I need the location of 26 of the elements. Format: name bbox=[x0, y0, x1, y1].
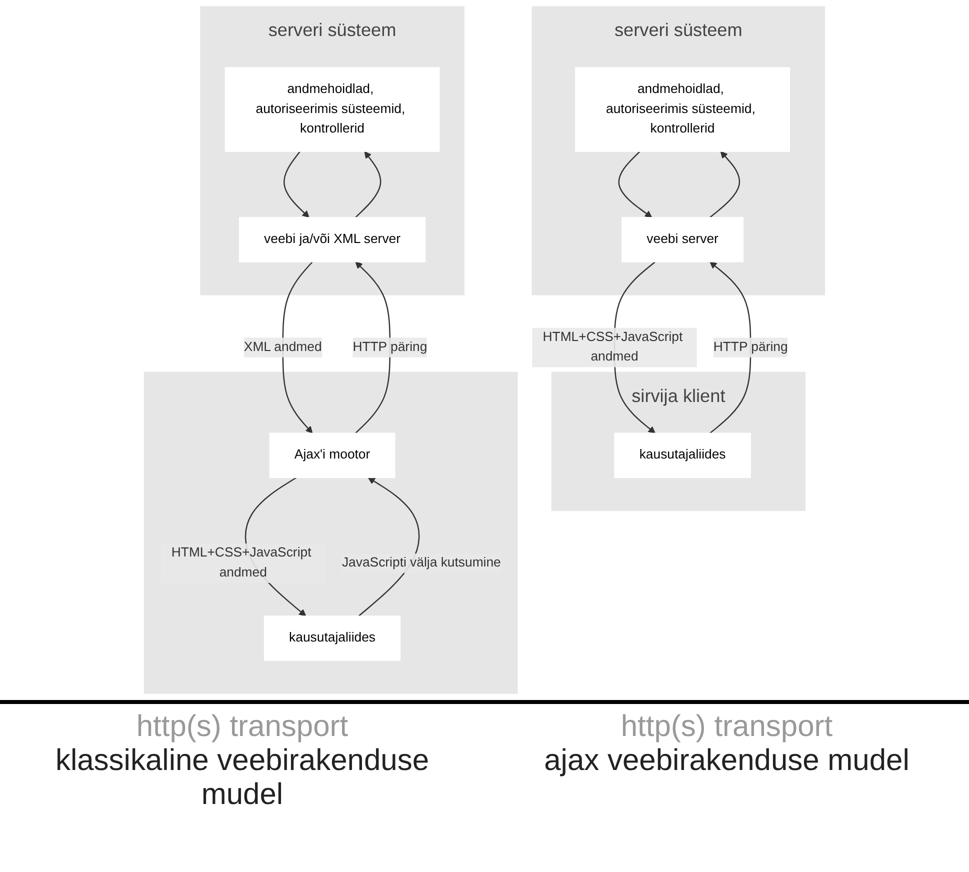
arrow bbox=[618, 151, 652, 218]
edge-label: HTTP päring bbox=[713, 338, 788, 358]
process-box: andmehoidlad, autoriseerimis süsteemid, kontrollerid bbox=[224, 67, 440, 152]
arrow bbox=[710, 151, 740, 218]
transport-label: http(s) transport bbox=[620, 710, 834, 744]
edge-label: HTML+CSS+JavaScript andmed bbox=[532, 328, 697, 368]
edge-label: HTTP päring bbox=[352, 338, 428, 358]
arrow bbox=[282, 261, 313, 434]
arrow bbox=[355, 151, 382, 218]
process-box: kausutajaliides bbox=[264, 616, 401, 661]
group-title: serveri süsteem bbox=[268, 20, 396, 40]
edge-label: XML andmed bbox=[244, 338, 322, 358]
process-box: veebi server bbox=[622, 217, 744, 262]
model-caption: ajax veebirakenduse mudel bbox=[543, 744, 910, 779]
transport-label: http(s) transport bbox=[135, 710, 350, 744]
process-box: Ajax'i mootor bbox=[269, 432, 396, 478]
group-title: sirvija klient bbox=[632, 385, 726, 406]
arrow bbox=[710, 262, 752, 434]
process-box: andmehoidlad, autoriseerimis süsteemid, kontrollerid bbox=[575, 67, 790, 152]
arrow bbox=[355, 262, 391, 434]
group-title: serveri süsteem bbox=[614, 20, 742, 40]
arrow bbox=[284, 151, 310, 218]
process-box: kausutajaliides bbox=[614, 432, 751, 478]
model-caption: klassikaline veebirakenduse mudel bbox=[54, 744, 430, 812]
edge-label: JavaScripti välja kutsumine bbox=[342, 553, 501, 574]
process-box: veebi ja/või XML server bbox=[238, 217, 426, 262]
